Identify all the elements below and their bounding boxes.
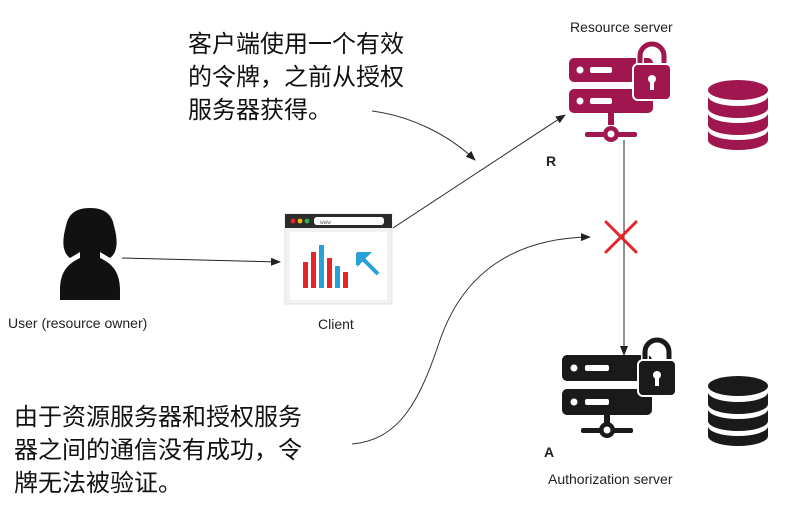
resource-marker: R — [546, 153, 557, 169]
top-annotation: 客户端使用一个有效 的令牌，之前从授权 服务器获得。 — [188, 28, 404, 127]
user-person-icon — [60, 208, 120, 300]
top-annotation-line-3: 服务器获得。 — [188, 96, 332, 124]
user-to-client-arrow — [121, 257, 281, 266]
client-browser-icon: www — [284, 213, 393, 305]
resource-server-icon — [569, 40, 672, 142]
top-note-pointer — [371, 110, 476, 161]
failure-cross-icon — [604, 220, 638, 254]
svg-text:www: www — [320, 219, 331, 226]
top-annotation-line-1: 客户端使用一个有效 — [188, 30, 404, 58]
bottom-annotation-line-3: 牌无法被验证。 — [14, 469, 182, 497]
bottom-annotation: 由于资源服务器和授权服务 器之间的通信没有成功，令 牌无法被验证。 — [14, 401, 302, 500]
authorization-server-icon — [562, 336, 677, 438]
bottom-annotation-line-1: 由于资源服务器和授权服务 — [14, 403, 302, 431]
resource-database-icon — [708, 80, 768, 150]
user-label: User (resource owner) — [8, 315, 148, 331]
resource-server-label: Resource server — [570, 19, 673, 35]
bottom-annotation-line-2: 器之间的通信没有成功，令 — [14, 436, 302, 464]
authorization-server-label: Authorization server — [548, 471, 673, 487]
client-to-resource-arrow — [392, 114, 566, 229]
bottom-note-pointer — [351, 233, 591, 445]
auth-marker: A — [544, 444, 555, 460]
top-annotation-line-2: 的令牌，之前从授权 — [188, 63, 404, 91]
auth-database-icon — [708, 376, 768, 446]
client-label: Client — [318, 316, 354, 332]
